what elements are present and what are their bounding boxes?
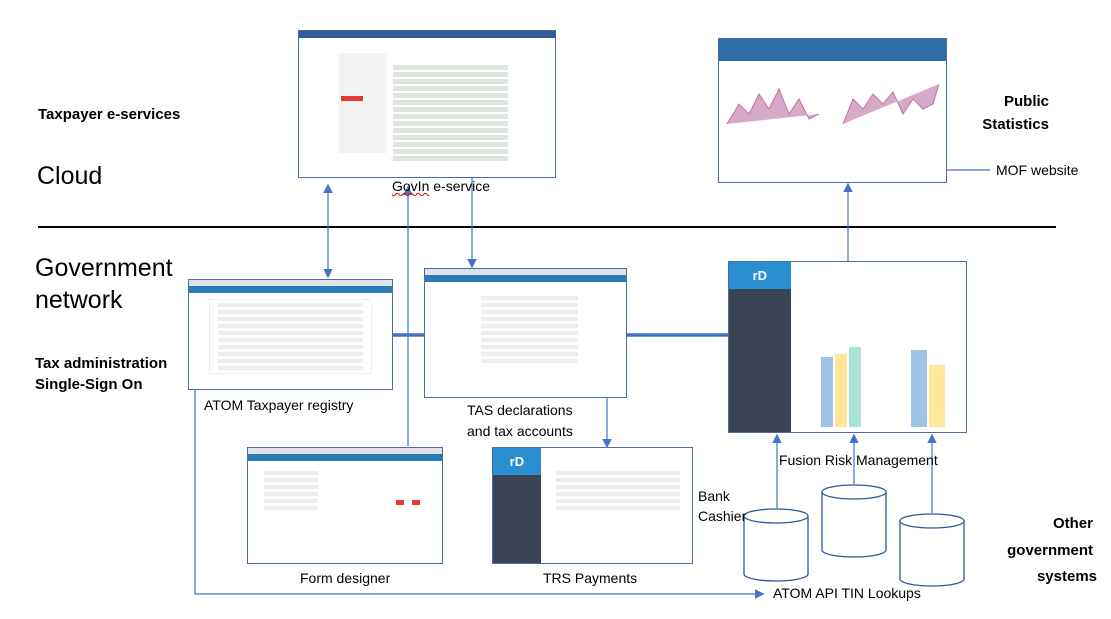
database-icon — [821, 484, 887, 558]
label-bank-line1: Bank — [698, 488, 730, 504]
group-sso-line1: Tax administration — [35, 355, 168, 372]
stats-charts — [726, 83, 940, 125]
label-govin: GovIn e-service — [392, 176, 490, 196]
label-trs: TRS Payments — [543, 570, 638, 586]
group-public-line1: Public — [1003, 93, 1049, 110]
rd-logo: rD — [729, 262, 791, 289]
form-designer-screenshot — [247, 447, 443, 564]
group-other-line3: systems — [1036, 568, 1097, 585]
trs-screenshot: rD — [492, 447, 693, 564]
label-mof: MOF website — [996, 162, 1079, 178]
label-atom-registry: ATOM Taxpayer registry — [204, 397, 354, 413]
database-icon — [899, 513, 965, 587]
atom-registry-screenshot — [188, 279, 393, 390]
label-form-designer: Form designer — [300, 570, 391, 586]
label-tas-line1: TAS declarations — [467, 402, 573, 418]
database-icon — [743, 508, 809, 582]
eservice-word: e-service — [429, 178, 491, 194]
arrow-atom-api — [194, 389, 765, 599]
public-statistics-screenshot — [718, 38, 947, 183]
fusion-screenshot: rD — [728, 261, 967, 433]
group-other-line2: government — [1007, 542, 1093, 559]
label-tas-line2: and tax accounts — [467, 423, 573, 439]
zone-government-line2: network — [35, 286, 123, 314]
govin-word: GovIn — [392, 178, 430, 194]
group-taxpayer-eservices: Taxpayer e-services — [38, 106, 181, 123]
rd-logo: rD — [493, 448, 541, 475]
group-public-line2: Statistics — [982, 116, 1049, 133]
label-bank-line2: Cashier — [698, 508, 747, 524]
govin-screenshot — [298, 30, 556, 178]
fusion-bars — [821, 347, 945, 427]
tas-screenshot — [424, 268, 627, 398]
group-sso-line2: Single-Sign On — [35, 376, 143, 393]
group-other-line1: Other — [1052, 515, 1093, 532]
zone-cloud: Cloud — [37, 162, 103, 190]
label-fusion: Fusion Risk Management — [779, 452, 938, 468]
label-atom-api: ATOM API TIN Lookups — [773, 585, 921, 601]
zone-government-line1: Government — [35, 254, 173, 282]
